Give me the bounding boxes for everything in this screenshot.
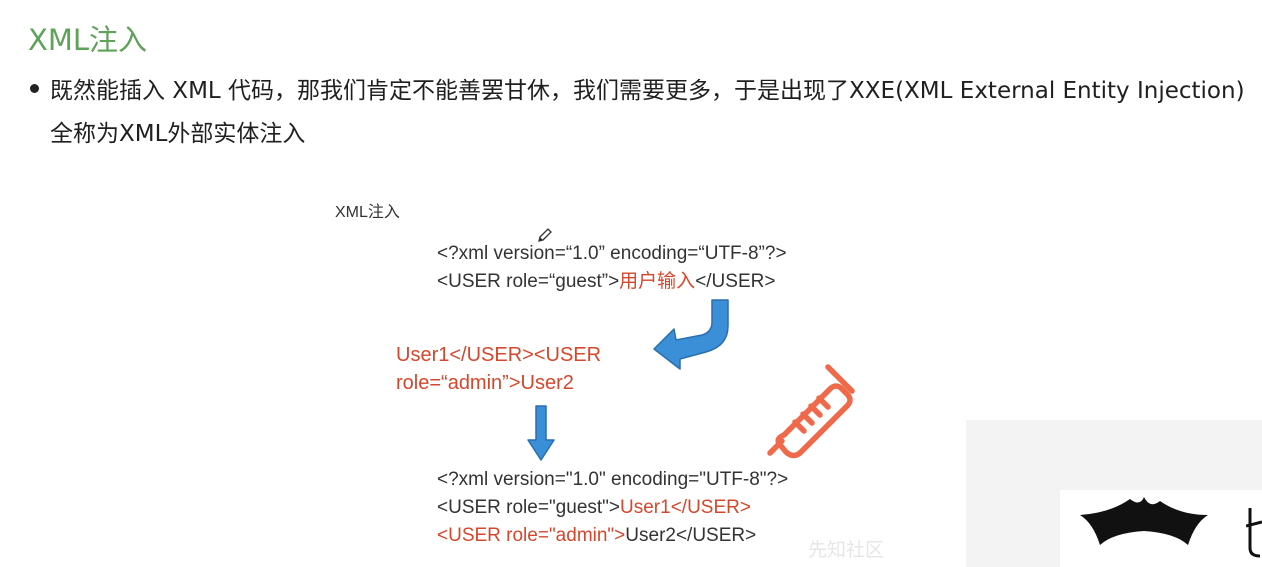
template-line-2: <USER role=“guest”>用户输入</USER> (437, 268, 775, 296)
payload-text: User1</USER><USER role=“admin”>User2 (396, 341, 601, 397)
template-line-2-suffix: </USER> (695, 271, 776, 292)
payload-line-1: User1</USER><USER (396, 344, 602, 366)
diagram-label: XML注入 (335, 204, 400, 221)
curved-arrow-icon (653, 299, 729, 370)
bullet-dot (30, 84, 39, 93)
partial-glyph-icon (1246, 508, 1262, 558)
template-line-1: <?xml version=“1.0” encoding=“UTF-8”?> (437, 243, 787, 264)
pencil-cursor-icon (538, 228, 552, 242)
result-line-3-suffix: User2</USER> (625, 525, 757, 546)
down-arrow-icon (527, 405, 555, 461)
result-line-3-injected: <USER role="admin"> (437, 525, 626, 546)
user-input-placeholder: 用户输入 (619, 271, 696, 292)
bullet-text: 既然能插入 XML 代码，那我们肯定不能善罢甘休，我们需要更多，于是出现了XXE… (50, 78, 1245, 147)
result-line-3: <USER role="admin">User2</USER> (437, 522, 756, 550)
result-line-2-prefix: <USER role="guest"> (437, 497, 621, 518)
slide-title: XML注入 (28, 23, 148, 57)
result-line-1: <?xml version="1.0" encoding="UTF-8"?> (437, 469, 789, 490)
watermark: 先知社区 (808, 540, 885, 561)
payload-line-2: role=“admin”>User2 (396, 372, 574, 394)
result-line-2-injected: User1</USER> (620, 497, 751, 518)
template-line-2-prefix: <USER role=“guest”> (437, 271, 620, 292)
crown-logo-icon (1080, 497, 1208, 545)
thermometer-icon (767, 364, 855, 459)
result-line-2: <USER role="guest">User1</USER> (437, 494, 751, 522)
